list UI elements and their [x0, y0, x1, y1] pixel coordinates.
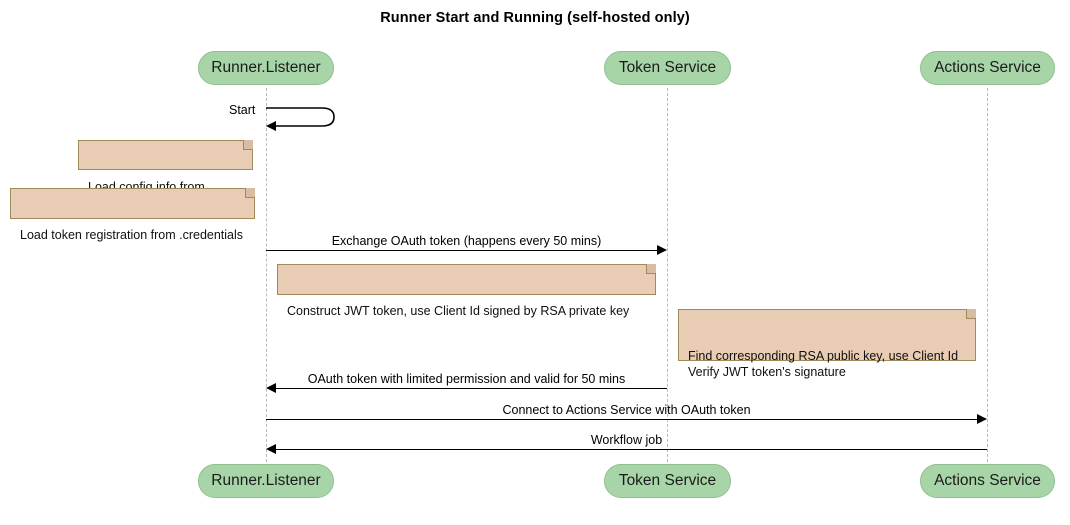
arrowhead-left-icon — [266, 383, 276, 393]
arrowhead-left-icon — [266, 444, 276, 454]
participant-label: Token Service — [618, 472, 717, 489]
lifeline-actions-service — [987, 88, 988, 462]
message-line-connect-actions-service — [266, 419, 977, 420]
note-fold-corner-icon — [243, 140, 253, 150]
page-title: Runner Start and Running (self-hosted on… — [380, 10, 690, 26]
note-fold-corner-icon — [966, 309, 976, 319]
message-line-exchange-oauth-token — [266, 250, 657, 251]
participant-label: Runner.Listener — [211, 59, 321, 76]
participant-header-token-service[interactable]: Token Service — [604, 51, 731, 85]
message-line-workflow-job — [276, 449, 987, 450]
message-line-oauth-token-response — [276, 388, 667, 389]
participant-footer-actions-service[interactable]: Actions Service — [920, 464, 1055, 498]
message-label-exchange-oauth-token: Exchange OAuth token (happens every 50 m… — [331, 234, 602, 248]
participant-label: Actions Service — [934, 472, 1041, 489]
participant-label: Token Service — [618, 59, 717, 76]
note-fold-corner-icon — [646, 264, 656, 274]
note-text: Find corresponding RSA public key, use C… — [688, 349, 959, 379]
message-label-workflow-job: Workflow job — [590, 433, 663, 447]
participant-footer-token-service[interactable]: Token Service — [604, 464, 731, 498]
participant-footer-runner-listener[interactable]: Runner.Listener — [198, 464, 334, 498]
note-text: Load token registration from .credential… — [20, 228, 244, 242]
message-label-connect-actions-service: Connect to Actions Service with OAuth to… — [502, 403, 751, 417]
arrowhead-right-icon — [977, 414, 987, 424]
self-message-loop-start — [266, 107, 335, 131]
note-load-token-registration: Load token registration from .credential… — [10, 188, 255, 242]
arrowhead-right-icon — [657, 245, 667, 255]
participant-label: Actions Service — [934, 59, 1041, 76]
lifeline-runner-listener — [266, 88, 267, 462]
self-message-label-start: Start — [229, 103, 256, 117]
lifeline-token-service — [667, 88, 668, 462]
participant-header-actions-service[interactable]: Actions Service — [920, 51, 1055, 85]
message-label-oauth-token-response: OAuth token with limited permission and … — [307, 372, 626, 386]
note-construct-jwt-token: Construct JWT token, use Client Id signe… — [277, 264, 656, 318]
participant-header-runner-listener[interactable]: Runner.Listener — [198, 51, 334, 85]
note-text: Construct JWT token, use Client Id signe… — [287, 304, 630, 318]
note-fold-corner-icon — [245, 188, 255, 198]
participant-label: Runner.Listener — [211, 472, 321, 489]
note-load-config: Load config info from .runner — [78, 140, 253, 210]
note-verify-jwt-signature: Find corresponding RSA public key, use C… — [678, 309, 976, 379]
